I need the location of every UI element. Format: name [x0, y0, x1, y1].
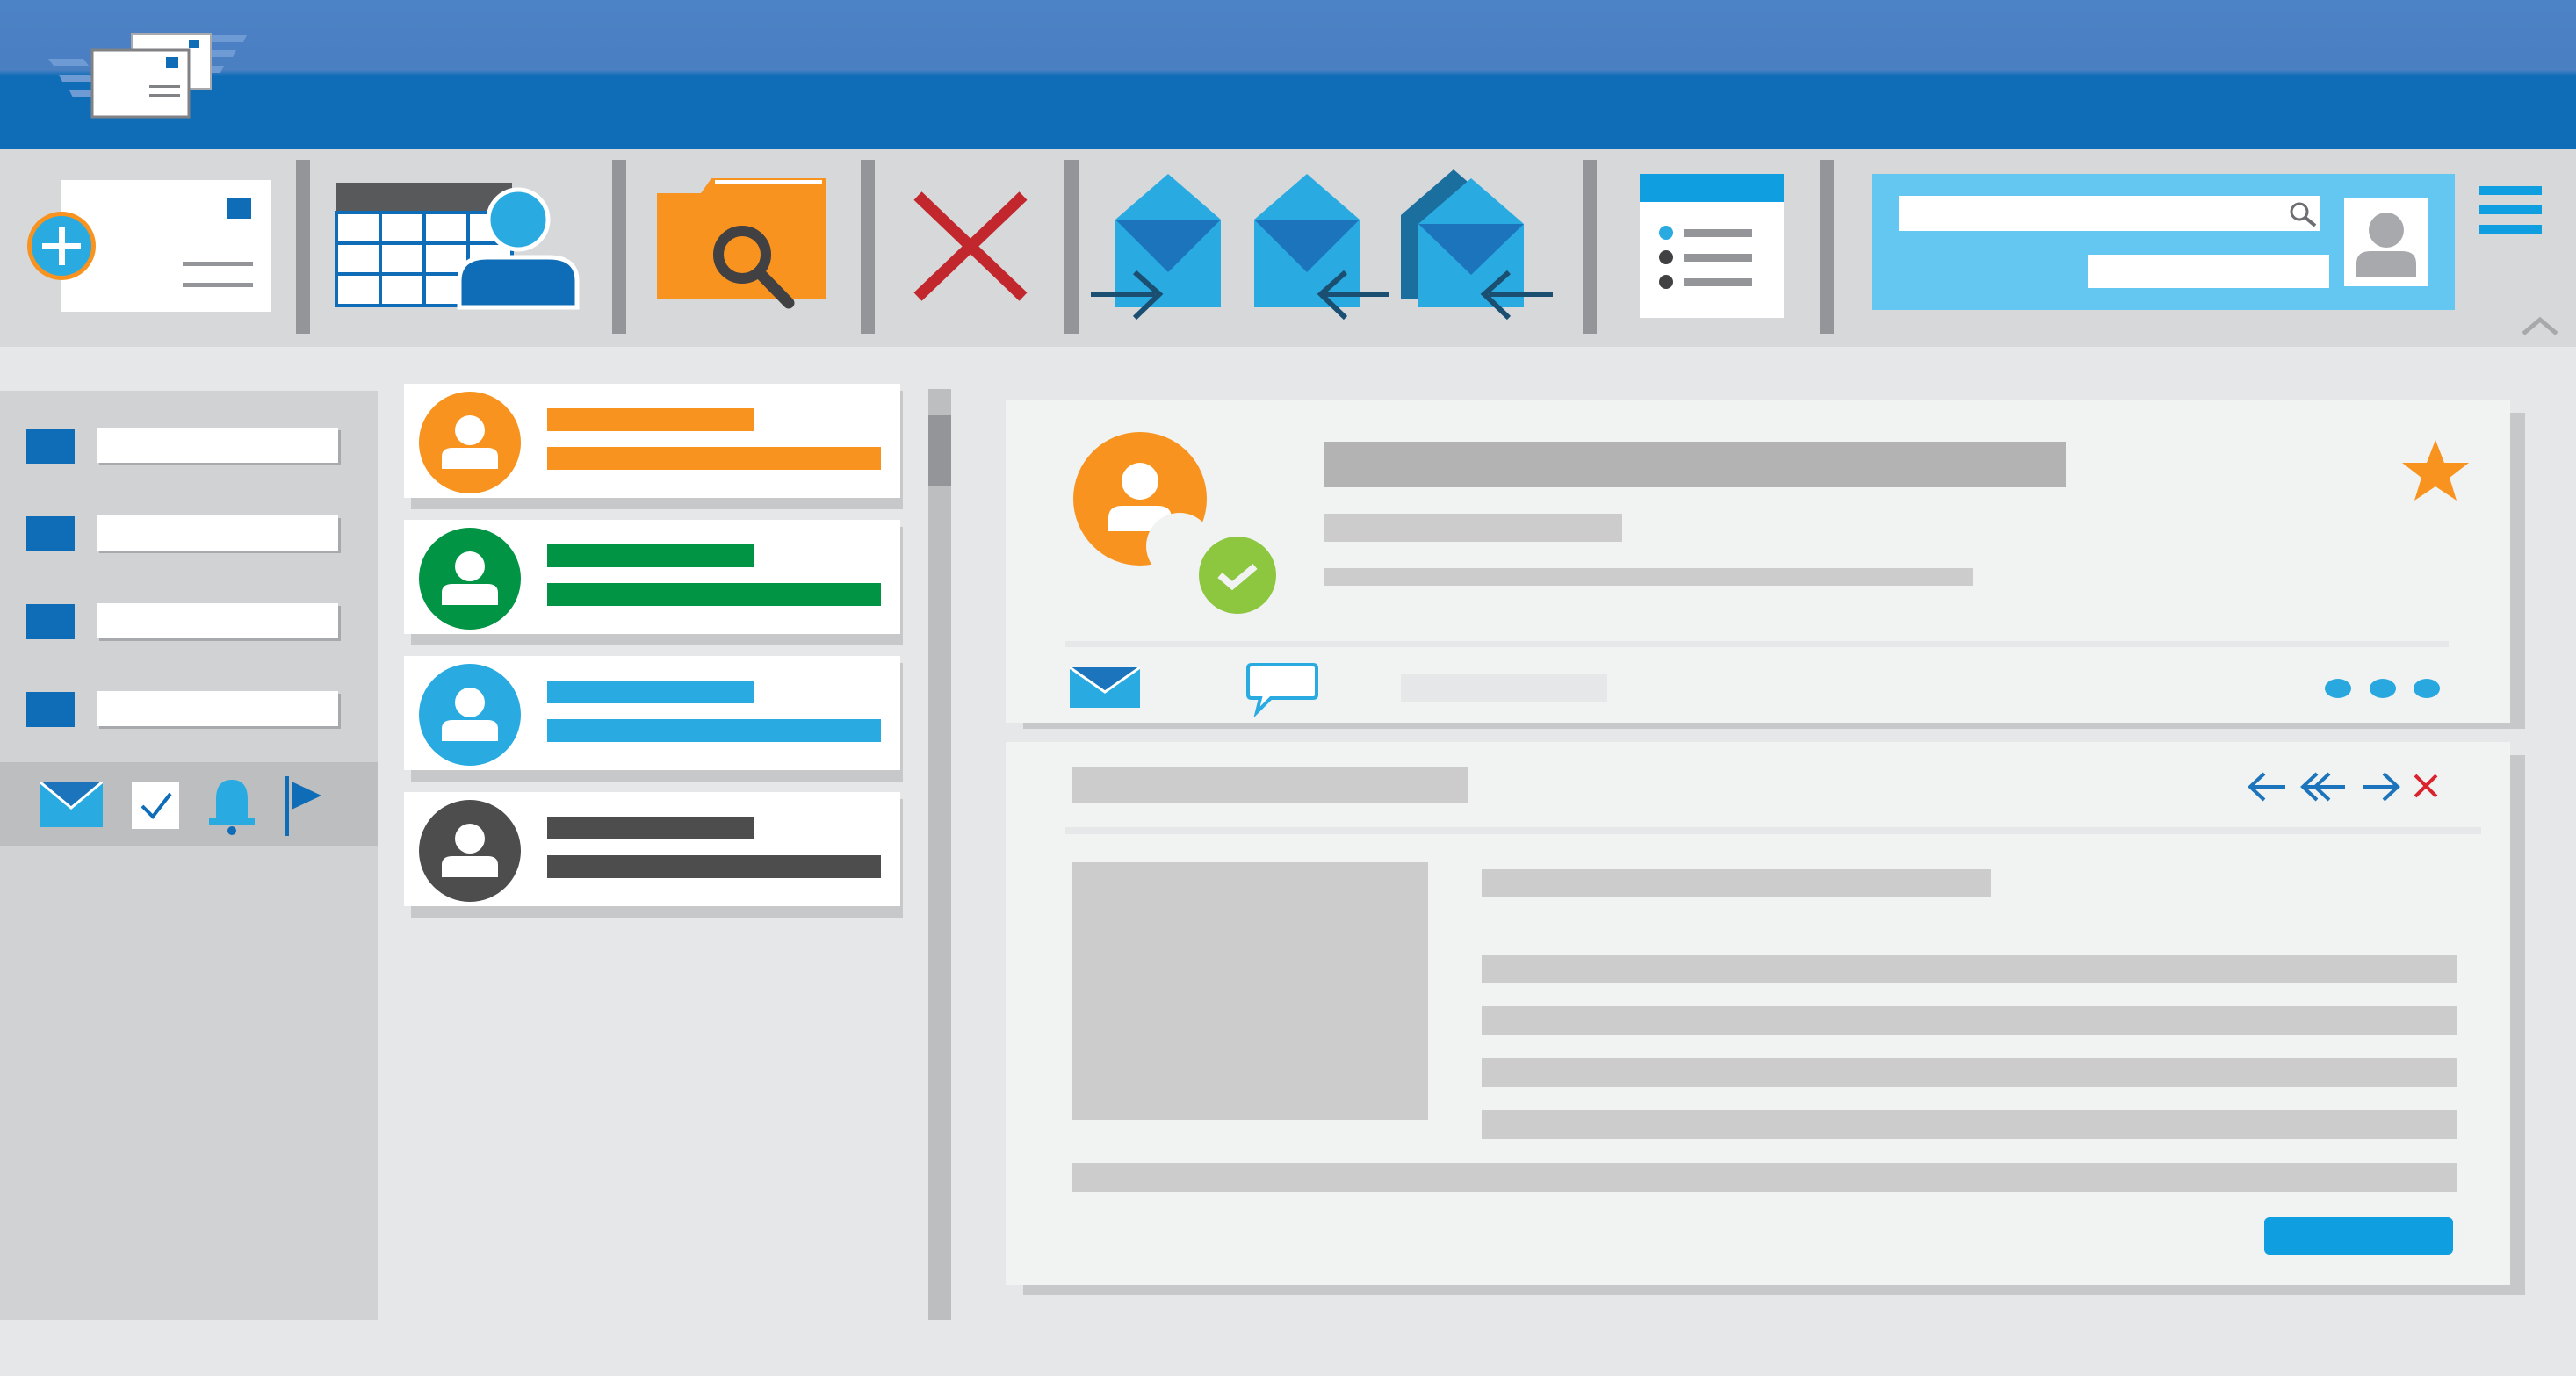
primary-action-button[interactable]: [2264, 1217, 2453, 1255]
hamburger-menu-icon[interactable]: [2479, 186, 2542, 237]
toolbar-separator: [296, 160, 310, 334]
message-header-card: [1006, 400, 2510, 723]
divider: [1065, 641, 2449, 647]
sender-bar: [547, 681, 754, 703]
online-status-icon: [1199, 537, 1276, 614]
sidebar-folder-item[interactable]: [97, 515, 338, 551]
sidebar-folder-item[interactable]: [97, 603, 338, 638]
sender-avatar: [1073, 432, 1213, 580]
star-icon[interactable]: [2400, 436, 2471, 503]
list-item[interactable]: [404, 384, 900, 498]
title-bar: [0, 0, 2576, 149]
subject-bar: [547, 583, 881, 606]
subject-bar: [547, 719, 881, 742]
more-options-dot[interactable]: [2370, 679, 2396, 698]
body-text-line: [1072, 1163, 2457, 1192]
folder-icon: [26, 516, 75, 551]
folder-icon: [26, 692, 75, 727]
avatar[interactable]: [2344, 198, 2428, 286]
envelopes-arrow-left-icon: [1401, 169, 1553, 321]
reply-icon[interactable]: [2248, 772, 2285, 802]
sender-detail: [1324, 568, 1973, 586]
toolbar-separator: [1820, 160, 1834, 334]
body-text-line: [1482, 1058, 2457, 1087]
list-item[interactable]: [404, 656, 900, 770]
message-list-scrollbar[interactable]: [928, 389, 951, 1320]
search-icon[interactable]: [2289, 201, 2319, 227]
subject-bar: [547, 447, 881, 470]
contact-avatar-icon: [419, 664, 521, 766]
close-icon[interactable]: [2414, 774, 2438, 798]
folder-icon: [26, 604, 75, 639]
email-action-icon[interactable]: [1070, 667, 1140, 708]
scrollbar-thumb[interactable]: [928, 415, 951, 486]
search-filter-field[interactable]: [2088, 255, 2329, 288]
flag-icon[interactable]: [283, 776, 325, 836]
message-list: [404, 384, 905, 918]
collapse-ribbon-icon[interactable]: [2521, 316, 2559, 337]
image-placeholder: [1072, 862, 1428, 1120]
contact-avatar-icon: [419, 800, 521, 902]
envelope-arrow-right-icon: [1091, 174, 1221, 321]
receive-all-button[interactable]: [1396, 162, 1555, 325]
new-message-button[interactable]: [22, 176, 272, 314]
body-title: [1482, 869, 1991, 897]
subject-bar: [547, 855, 881, 878]
contact-avatar-icon: [419, 528, 521, 630]
message-body-card: [1006, 742, 2510, 1285]
message-subject: [1072, 767, 1468, 803]
sidebar-folder-item[interactable]: [97, 428, 338, 463]
body-text-line: [1482, 1006, 2457, 1035]
reply-all-icon[interactable]: [2300, 772, 2345, 802]
sender-email: [1324, 514, 1622, 542]
sidebar: [0, 391, 378, 1320]
search-panel: [1872, 174, 2455, 310]
search-folder-button[interactable]: [650, 171, 830, 316]
task-list-button[interactable]: [1638, 172, 1786, 320]
chat-icon[interactable]: [1245, 661, 1320, 717]
receive-button[interactable]: [1247, 167, 1392, 325]
search-input[interactable]: [1899, 196, 2320, 231]
x-icon: [913, 191, 1028, 301]
list-item[interactable]: [404, 520, 900, 634]
toolbar-separator: [1064, 160, 1079, 334]
toolbar-separator: [1583, 160, 1597, 334]
sender-bar: [547, 408, 754, 431]
divider: [1065, 827, 2481, 834]
envelope-arrow-left-icon: [1254, 174, 1389, 321]
calendar-person-icon: [335, 183, 580, 310]
forward-icon[interactable]: [2363, 772, 2400, 802]
toolbar-separator: [612, 160, 626, 334]
send-receive-button[interactable]: [1089, 167, 1234, 325]
tasks-icon[interactable]: [132, 782, 179, 829]
more-options-dot[interactable]: [2414, 679, 2440, 698]
calendar-contacts-button[interactable]: [334, 180, 580, 312]
toolbar-separator: [861, 160, 875, 334]
list-item[interactable]: [404, 792, 900, 906]
sender-bar: [547, 544, 754, 567]
body-text-line: [1482, 955, 2457, 983]
message-nav-actions: [2248, 772, 2438, 802]
delete-button[interactable]: [913, 191, 1028, 301]
more-options-dot[interactable]: [2325, 679, 2351, 698]
mail-app-icon: [48, 33, 247, 119]
sender-bar: [547, 817, 754, 839]
contact-avatar-icon: [419, 392, 521, 493]
list-icon: [1640, 174, 1784, 318]
notifications-icon[interactable]: [207, 774, 256, 836]
reply-action[interactable]: [1401, 674, 1607, 702]
mail-icon[interactable]: [40, 782, 103, 827]
sender-name: [1324, 442, 2066, 487]
body-text-line: [1482, 1110, 2457, 1139]
envelope-plus-icon: [27, 180, 271, 312]
sidebar-shortcuts: [0, 762, 378, 846]
folder-icon: [26, 429, 75, 464]
sidebar-folder-item[interactable]: [97, 691, 338, 726]
folder-search-icon: [657, 178, 826, 309]
